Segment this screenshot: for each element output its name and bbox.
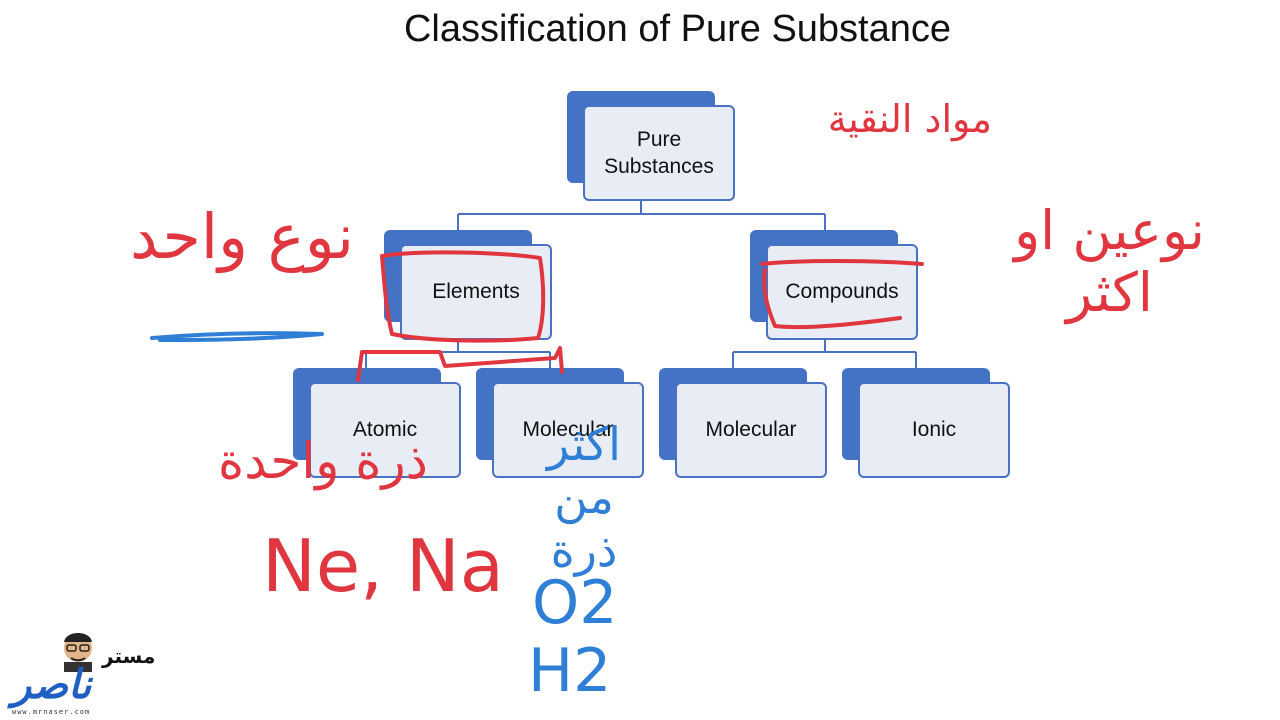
node-molecular-elements: Molecular xyxy=(476,368,644,480)
node-molecular-compounds-label: Molecular xyxy=(675,382,827,478)
annotation-pure-substances-ar: مواد النقية xyxy=(827,97,992,141)
compounds-underline-bottom xyxy=(762,268,902,330)
elements-bracket xyxy=(356,346,564,382)
annotation-compounds-ar: نوعين او اكثر xyxy=(1014,199,1205,325)
node-pure-substances-label: Pure Substances xyxy=(583,105,735,201)
node-pure-substances: Pure Substances xyxy=(567,91,735,203)
node-elements: Elements xyxy=(384,230,552,342)
logo-top-word: مستر xyxy=(102,644,156,668)
node-molecular-compounds: Molecular xyxy=(659,368,827,480)
diagram-title: Classification of Pure Substance xyxy=(403,8,952,50)
annotation-atomic-examples: Ne, Na xyxy=(262,524,504,608)
mascot-avatar xyxy=(64,633,92,672)
left-annotation-underline xyxy=(150,331,324,342)
annotation-elements-ar: نوع واحد xyxy=(130,200,355,273)
node-molecular-elements-label: Molecular xyxy=(492,382,644,478)
annotation-molecular-ar: اكثر من ذرة xyxy=(547,417,621,577)
elements-highlight-box xyxy=(380,250,546,343)
node-elements-label: Elements xyxy=(400,244,552,340)
node-ionic-label: Ionic xyxy=(858,382,1010,478)
brand-logo: مستر ناصر www.mrnaser.com xyxy=(8,628,155,716)
logo-big-word: ناصر xyxy=(12,662,92,708)
node-atomic: Atomic xyxy=(293,368,461,480)
compounds-underline-top xyxy=(760,259,924,266)
annotation-molecular-example-h2: H2 xyxy=(528,636,612,706)
annotation-molecular-example-o2: O2 xyxy=(532,568,618,638)
node-ionic: Ionic xyxy=(842,368,1010,480)
annotation-atomic-ar: ذرة واحدة xyxy=(218,432,428,490)
node-atomic-label: Atomic xyxy=(309,382,461,478)
logo-site: www.mrnaser.com xyxy=(12,708,91,716)
